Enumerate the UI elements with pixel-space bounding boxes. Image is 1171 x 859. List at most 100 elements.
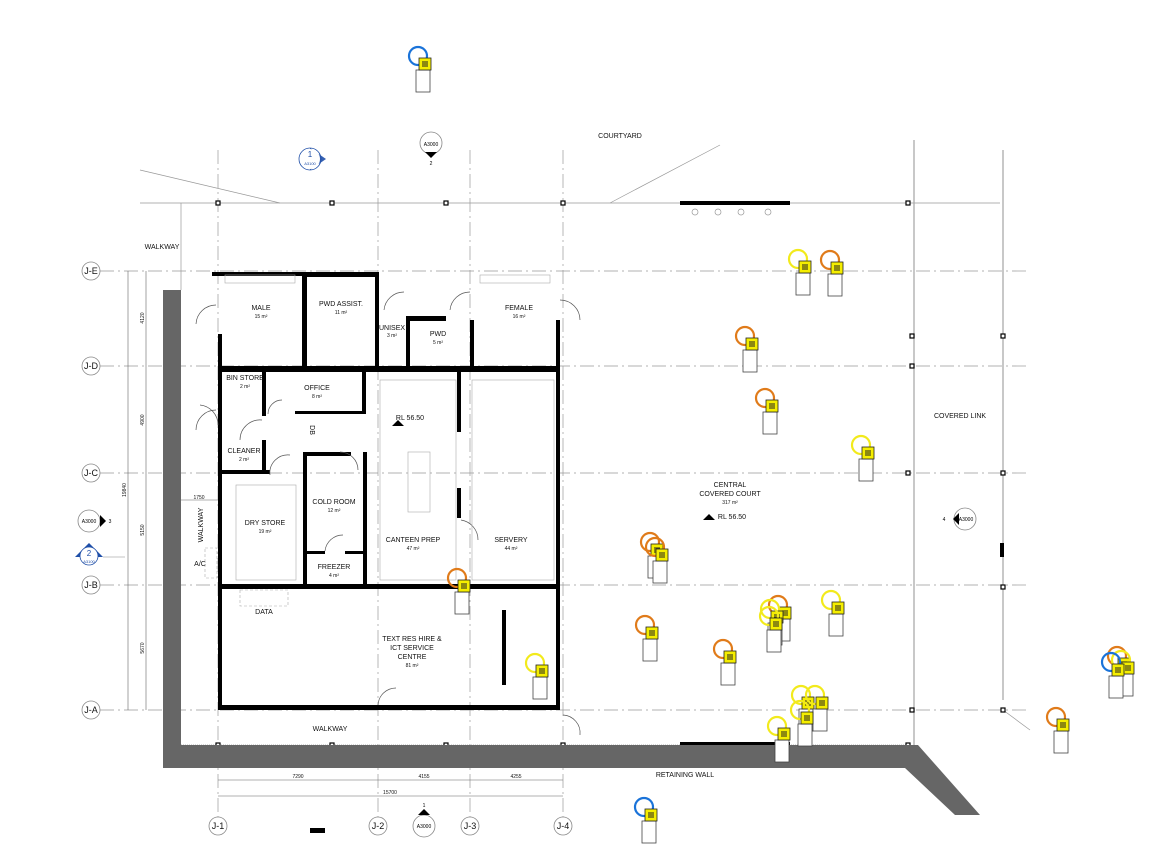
markup-pin-blue[interactable]	[1100, 651, 1125, 699]
room-pwd: PWD	[430, 331, 446, 338]
level-icon	[392, 420, 404, 426]
rl-court-label: RL 56.50	[718, 514, 746, 521]
room-bin-store: BIN STORE	[226, 375, 264, 382]
room-central-court-line2: COVERED COURT	[699, 491, 761, 498]
room-cold-room: COLD ROOM	[312, 499, 355, 506]
room-area: 2 m²	[240, 384, 250, 390]
courtyard-label: COURTYARD	[598, 133, 642, 140]
grid-bubble-jc: J-C	[81, 463, 101, 483]
pin-card	[454, 591, 470, 615]
pin-status-ring	[790, 684, 812, 706]
section-marker-1-a3100[interactable]: 1 A3100	[298, 147, 326, 171]
pin-status-ring	[644, 536, 666, 558]
pin-status-ring	[524, 652, 546, 674]
site-labels: COURTYARD WALKWAY WALKWAY WALKWAY COVERE…	[145, 133, 987, 779]
markup-pin-blue[interactable]	[633, 796, 658, 844]
fixtures	[204, 274, 555, 607]
markup-pin-yellow[interactable]	[758, 605, 783, 653]
pin-status-ring	[712, 638, 734, 660]
pin-status-ring	[1045, 706, 1067, 728]
doors	[195, 291, 581, 736]
markup-pin-yellow[interactable]	[789, 699, 814, 747]
room-freezer: FREEZER	[318, 564, 351, 571]
pin-card	[641, 820, 657, 844]
site-lines	[139, 140, 1031, 750]
data-label: DATA	[255, 609, 273, 616]
pin-card	[858, 458, 874, 482]
markup-pin-orange[interactable]	[1045, 706, 1070, 754]
room-area: 15 m²	[255, 314, 268, 320]
markup-pin-orange[interactable]	[819, 249, 844, 297]
room-area: 81 m²	[406, 663, 419, 669]
room-ict-centre-line2: ICT SERVICE	[390, 645, 434, 652]
section-marker-2-a3000[interactable]: A3000 2	[419, 131, 443, 167]
markup-pin-yellow[interactable]	[524, 652, 549, 700]
markup-pin-orange[interactable]	[754, 387, 779, 435]
room-office: OFFICE	[304, 385, 330, 392]
pin-card	[742, 349, 758, 373]
markup-pin-blue[interactable]	[407, 45, 432, 93]
pin-status-ring	[639, 531, 661, 553]
section-marker-3-a3000[interactable]: A3000 3	[77, 509, 112, 533]
markup-pin-yellow[interactable]	[850, 434, 875, 482]
room-servery: SERVERY	[494, 537, 528, 544]
svg-text:A3100: A3100	[304, 161, 316, 166]
ac-label: A/C	[194, 561, 206, 568]
markup-pin-orange[interactable]	[634, 614, 659, 662]
pin-card	[1053, 730, 1069, 754]
markup-pin-yellow[interactable]	[820, 589, 845, 637]
section-marker-2-a3100[interactable]: 2 A3100	[75, 543, 125, 566]
svg-text:A3000: A3000	[417, 824, 432, 830]
pin-status-ring	[789, 699, 811, 721]
grid-bubbles: J-1 J-2 J-3 J-4 J-E J-D J-C J-B J-A	[81, 261, 573, 836]
svg-text:2: 2	[430, 161, 433, 167]
svg-text:4: 4	[943, 517, 946, 523]
room-area: 16 m²	[513, 314, 526, 320]
dim-label: 4255	[510, 774, 521, 780]
pin-status-ring	[633, 796, 655, 818]
scale-bar	[310, 828, 325, 833]
retaining-wall	[163, 290, 980, 815]
pin-card	[642, 638, 658, 662]
svg-text:J-D: J-D	[84, 361, 98, 371]
markup-pin-orange[interactable]	[644, 536, 669, 584]
pin-status-ring	[804, 684, 826, 706]
pin-status-ring	[819, 249, 841, 271]
grid-bubble-j4: J-4	[553, 816, 573, 836]
room-area: 12 m²	[328, 508, 341, 514]
svg-text:J-E: J-E	[84, 266, 98, 276]
section-marker-4-a3000[interactable]: A3000 4	[943, 507, 977, 531]
svg-text:J-2: J-2	[372, 821, 385, 831]
dim-label: 4155	[418, 774, 429, 780]
room-female: FEMALE	[505, 305, 533, 312]
markup-pin-orange[interactable]	[734, 325, 759, 373]
pin-card	[652, 560, 668, 584]
room-unisex: UNISEX	[379, 325, 405, 332]
markup-pin-orange[interactable]	[446, 567, 471, 615]
grid-bubble-j1: J-1	[208, 816, 228, 836]
svg-text:A3000: A3000	[424, 142, 439, 148]
pin-status-ring	[634, 614, 656, 636]
pin-status-ring	[734, 325, 756, 347]
pin-status-ring	[446, 567, 468, 589]
grid-bubble-jd: J-D	[81, 356, 101, 376]
dim-label: 4900	[140, 414, 146, 425]
markup-pin-orange[interactable]	[712, 638, 737, 686]
room-area: 44 m²	[505, 546, 518, 552]
svg-text:A3000: A3000	[959, 517, 974, 523]
room-area: 8 m²	[312, 394, 322, 400]
pin-card	[795, 272, 811, 296]
room-area: 5 m²	[433, 340, 443, 346]
section-marker-1-a3000[interactable]: A3000 1	[412, 803, 436, 838]
grid-bubble-j3: J-3	[460, 816, 480, 836]
pin-status-ring	[758, 605, 780, 627]
dim-label: 5150	[140, 524, 146, 535]
pin-card	[828, 613, 844, 637]
grid-bubble-j2: J-2	[368, 816, 388, 836]
pin-status-ring	[787, 248, 809, 270]
svg-text:J-B: J-B	[84, 580, 98, 590]
markup-pin-yellow[interactable]	[787, 248, 812, 296]
markup-pin-yellow[interactable]	[766, 715, 791, 763]
